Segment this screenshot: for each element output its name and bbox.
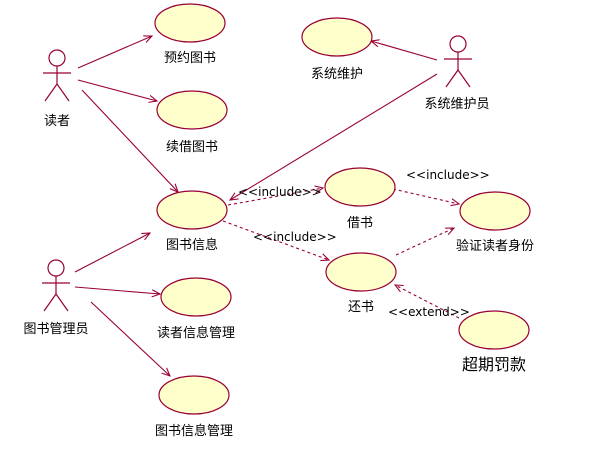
assoc-librarian-bookinfomgmt xyxy=(90,301,170,376)
usecase-system-maintenance-label: 系统维护 xyxy=(311,67,363,82)
usecase-verify-identity-label: 验证读者身份 xyxy=(456,238,534,254)
usecase-reader-info-mgmt[interactable] xyxy=(160,277,232,317)
actor-reader[interactable] xyxy=(43,49,71,102)
usecase-borrow-book[interactable] xyxy=(324,167,396,207)
stereotype-extend-overdue: <<extend>> xyxy=(388,305,470,319)
dep-overdue-return xyxy=(395,285,460,319)
usecase-verify-identity[interactable] xyxy=(459,191,531,231)
assoc-librarian-bookinfo xyxy=(74,233,150,273)
assoc-librarian-readerinfo xyxy=(74,286,160,294)
usecase-return-book-label: 还书 xyxy=(348,300,374,315)
actor-sysadmin-label: 系统维护员 xyxy=(424,97,489,112)
assoc-sysadmin-bookinfo xyxy=(230,73,438,200)
usecase-book-info-mgmt-label: 图书信息管理 xyxy=(155,423,233,439)
usecase-system-maintenance[interactable] xyxy=(301,17,373,57)
usecase-return-book[interactable] xyxy=(325,252,397,292)
usecase-reserve-book[interactable] xyxy=(154,3,226,43)
usecase-book-info-mgmt[interactable] xyxy=(158,375,230,415)
usecase-renew-book[interactable] xyxy=(156,90,228,130)
usecase-reader-info-mgmt-label: 读者信息管理 xyxy=(157,325,235,341)
assoc-sysadmin-maintenance xyxy=(371,41,438,61)
actor-sysadmin-head-icon xyxy=(449,35,467,53)
usecase-book-info-label: 图书信息 xyxy=(166,237,218,253)
actor-reader-head-icon xyxy=(48,49,66,67)
dep-borrow-verify xyxy=(392,188,459,204)
actor-sysadmin[interactable] xyxy=(444,35,472,88)
actor-librarian-label: 图书管理员 xyxy=(23,322,88,337)
dep-bookinfo-return xyxy=(222,220,329,260)
assoc-reader-bookinfo xyxy=(81,89,178,192)
stereotype-include-verify: <<include>> xyxy=(406,168,490,182)
usecase-borrow-book-label: 借书 xyxy=(347,216,373,231)
dep-return-verify xyxy=(395,228,454,256)
dep-bookinfo-borrow xyxy=(227,188,323,206)
usecase-overdue-fine[interactable] xyxy=(458,310,530,350)
actor-librarian-head-icon xyxy=(47,259,65,277)
actor-librarian[interactable] xyxy=(42,259,70,312)
usecase-overdue-fine-label: 超期罚款 xyxy=(462,355,526,374)
assoc-reader-renew xyxy=(77,79,157,101)
usecase-book-info[interactable] xyxy=(156,190,228,230)
usecase-renew-book-label: 续借图书 xyxy=(166,140,218,155)
usecase-reserve-book-label: 预约图书 xyxy=(164,51,216,66)
assoc-reader-reserve xyxy=(77,36,152,69)
stereotype-include-borrow: <<include>> xyxy=(238,185,322,199)
stereotype-include-return: <<include>> xyxy=(253,230,337,244)
actor-reader-label: 读者 xyxy=(44,114,70,129)
